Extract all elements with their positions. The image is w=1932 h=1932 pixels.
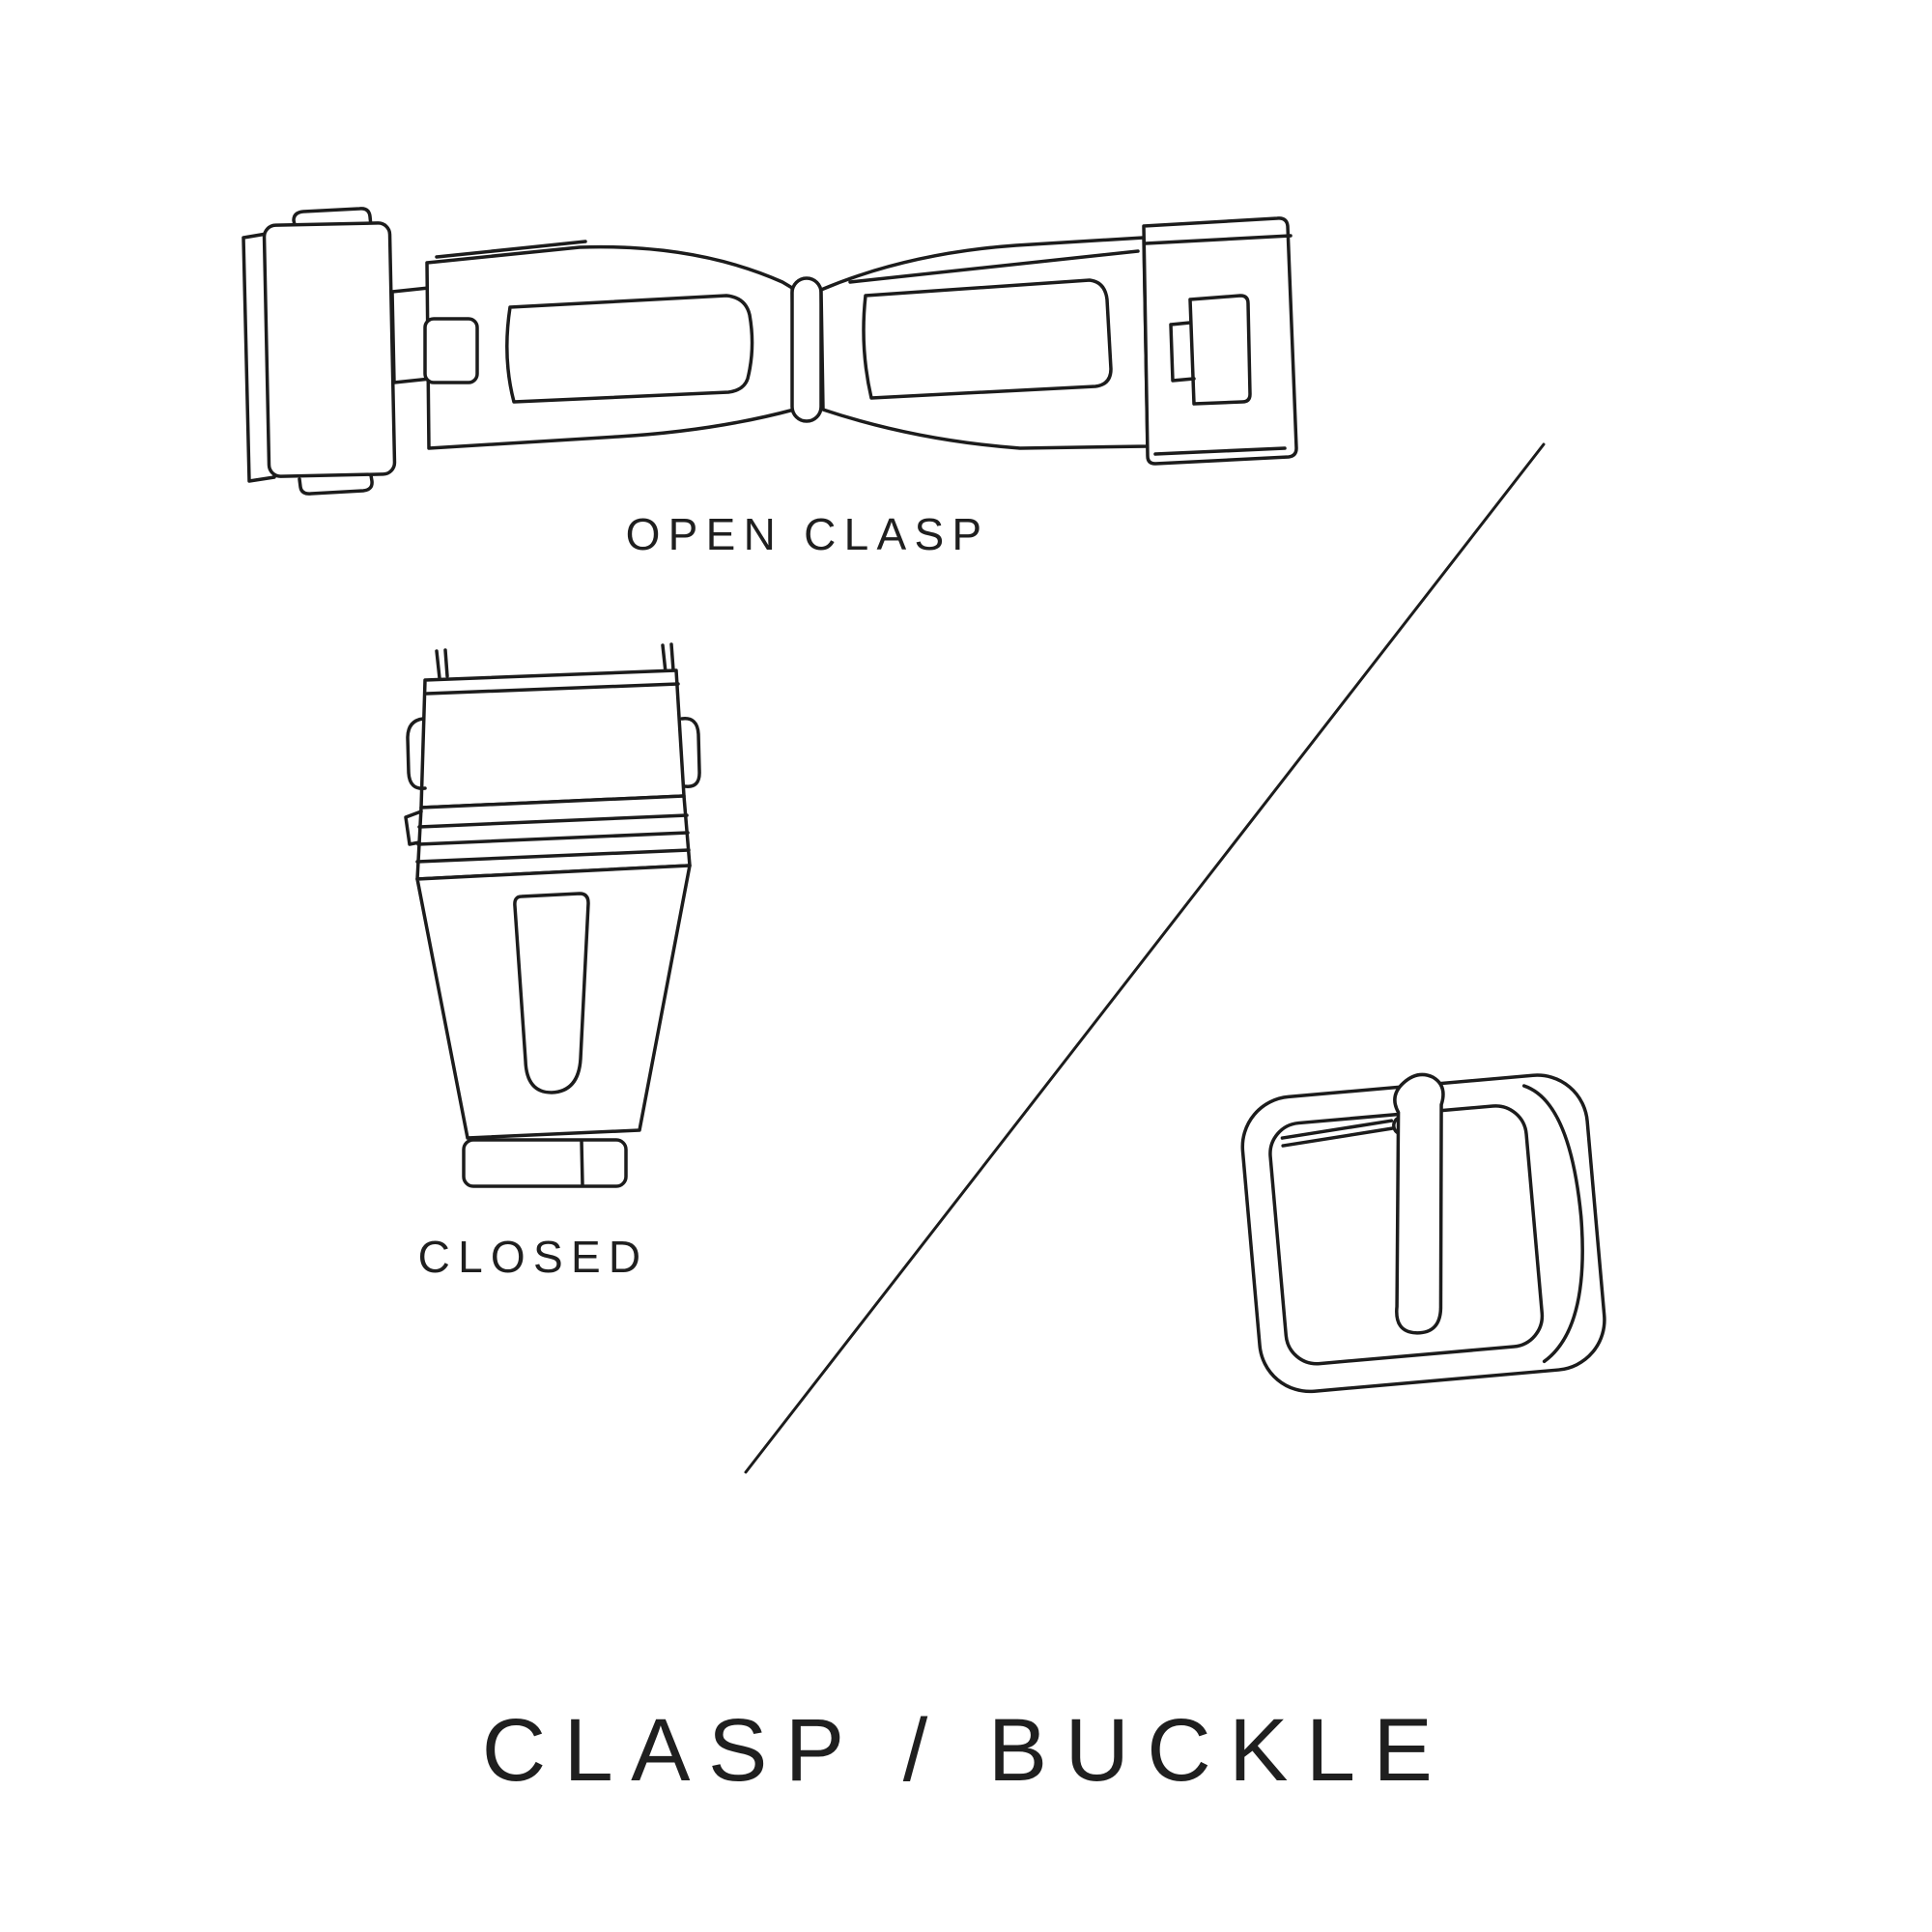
open-clasp-label: OPEN CLASP (625, 509, 990, 559)
diagonal-divider-line (744, 442, 1546, 1474)
diagram-title: CLASP / BUCKLE (481, 1701, 1451, 1800)
tang-buckle-illustration (1240, 1072, 1606, 1394)
open-clasp-illustration (242, 207, 1298, 496)
closed-clasp-illustration (404, 642, 701, 1188)
closed-clasp-label: CLOSED (417, 1232, 649, 1282)
